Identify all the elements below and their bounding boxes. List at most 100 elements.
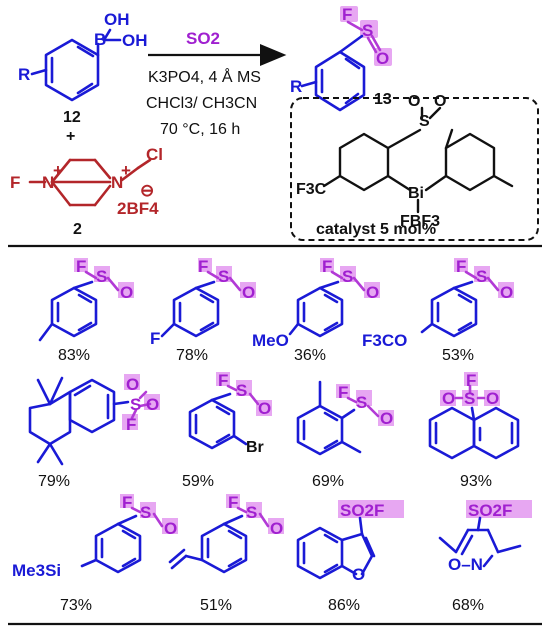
sulfur-label: S bbox=[236, 381, 247, 400]
sulfonyl-fluoride-label: SO2F bbox=[468, 501, 512, 520]
oxygen-label: O bbox=[376, 49, 389, 68]
heteroatom-label: O–N bbox=[448, 555, 483, 574]
fluorinating-reagent-structure: F N N + + Cl ⊖ 2BF4 bbox=[10, 145, 163, 218]
sulfur-label: S bbox=[362, 21, 373, 40]
plus-charge: + bbox=[121, 161, 131, 180]
fluorine-label: F bbox=[228, 493, 238, 512]
oxygen-label: O bbox=[408, 93, 420, 110]
oxygen-label: O bbox=[120, 283, 133, 302]
product-4-structure: F S O F3CO bbox=[362, 257, 514, 350]
nitrogen-label: N bbox=[111, 173, 123, 192]
sulfur-label: S bbox=[476, 267, 487, 286]
compound-13-label: 13 bbox=[374, 91, 392, 108]
substituent-label: F bbox=[150, 329, 160, 348]
oxygen-label: O bbox=[500, 283, 513, 302]
fluorine-label: F bbox=[10, 173, 20, 192]
r-group-label: R bbox=[18, 65, 30, 84]
compound-2-label: 2 bbox=[73, 221, 82, 238]
product-yield: 69% bbox=[312, 473, 344, 490]
substituent-label: F3CO bbox=[362, 331, 407, 350]
fluorine-label: F bbox=[338, 383, 348, 402]
plus-charge: + bbox=[53, 161, 63, 180]
oxygen-label: O bbox=[258, 399, 271, 418]
fluorine-label: F bbox=[126, 415, 136, 434]
fluorine-label: F bbox=[76, 257, 86, 276]
fluorine-label: F bbox=[322, 257, 332, 276]
product-yield: 59% bbox=[182, 473, 214, 490]
hydroxyl-label: OH bbox=[122, 31, 148, 50]
product-7-structure: F S O bbox=[296, 380, 394, 456]
substituent-label: Br bbox=[246, 439, 264, 456]
sulfur-label: S bbox=[342, 267, 353, 286]
boron-label: B bbox=[94, 30, 106, 49]
oxygen-label: O bbox=[126, 375, 139, 394]
condition-line-3: 70 °C, 16 h bbox=[160, 121, 240, 138]
oxygen-label: O bbox=[486, 389, 499, 408]
counterion-label: 2BF4 bbox=[117, 199, 159, 218]
nitrogen-label: N bbox=[42, 173, 54, 192]
heteroatom-label: O bbox=[352, 565, 365, 584]
product-yield: 93% bbox=[460, 473, 492, 490]
sulfur-label: S bbox=[246, 503, 257, 522]
product-yield: 36% bbox=[294, 347, 326, 364]
substituent-label: Me3Si bbox=[12, 561, 61, 580]
hydroxyl-label: OH bbox=[104, 10, 130, 29]
plus-sign: + bbox=[66, 128, 75, 145]
bismuth-label: Bi bbox=[408, 185, 424, 202]
catalyst-box bbox=[290, 97, 539, 241]
boronic-acid-structure: B OH OH R bbox=[18, 10, 148, 102]
product-yield: 68% bbox=[452, 597, 484, 614]
condition-line-2: CHCl3/ CH3CN bbox=[146, 95, 257, 112]
oxygen-label: O bbox=[434, 93, 446, 110]
product-10-structure: F S O bbox=[168, 493, 284, 574]
oxygen-label: O bbox=[146, 395, 159, 414]
fluorine-label: F bbox=[466, 371, 476, 390]
oxygen-label: O bbox=[366, 283, 379, 302]
compound-12-label: 12 bbox=[63, 109, 81, 126]
product-yield: 51% bbox=[200, 597, 232, 614]
r-group-label: R bbox=[290, 77, 302, 96]
sulfonyl-fluoride-product-structure: F S O R bbox=[290, 5, 392, 112]
so2-reagent: SO2 bbox=[186, 29, 220, 48]
fluorine-label: F bbox=[198, 257, 208, 276]
catalyst-loading-caption: catalyst 5 mol% bbox=[316, 221, 436, 238]
fluorine-label: F bbox=[342, 5, 352, 24]
oxygen-label: O bbox=[242, 283, 255, 302]
oxygen-label: O bbox=[380, 409, 393, 428]
product-12-structure: O–N SO2F bbox=[438, 500, 532, 574]
product-yield: 86% bbox=[328, 597, 360, 614]
sulfur-label: S bbox=[218, 267, 229, 286]
product-9-structure: F S O Me3Si bbox=[12, 493, 178, 580]
product-2-structure: F S O F bbox=[150, 257, 256, 348]
oxygen-label: O bbox=[442, 389, 455, 408]
product-6-structure: F S O Br bbox=[188, 371, 272, 456]
cf3-label: F3C bbox=[296, 181, 327, 198]
substituent-label: MeO bbox=[252, 331, 289, 350]
fluorine-label: F bbox=[122, 493, 132, 512]
sulfur-label: S bbox=[464, 389, 475, 408]
product-5-structure: O S O F bbox=[28, 374, 160, 466]
condition-line-1: K3PO4, 4 Å MS bbox=[148, 67, 261, 86]
sulfur-label: S bbox=[130, 395, 141, 414]
product-8-structure: F O S O bbox=[428, 371, 520, 460]
fluorine-label: F bbox=[218, 371, 228, 390]
product-yield: 83% bbox=[58, 347, 90, 364]
product-11-structure: O SO2F bbox=[296, 500, 404, 584]
sulfur-label: S bbox=[356, 393, 367, 412]
product-yield: 53% bbox=[442, 347, 474, 364]
oxygen-label: O bbox=[270, 519, 283, 538]
sulfonyl-fluoride-label: SO2F bbox=[340, 501, 384, 520]
chlorine-label: Cl bbox=[146, 145, 163, 164]
bismuth-catalyst-structure: O O S Bi FBF3 F3C bbox=[296, 93, 514, 230]
minus-charge: ⊖ bbox=[140, 181, 154, 200]
product-yield: 79% bbox=[38, 473, 70, 490]
product-1-structure: F S O bbox=[38, 257, 134, 342]
sulfur-label: S bbox=[96, 267, 107, 286]
fluorine-label: F bbox=[456, 257, 466, 276]
sulfur-label: S bbox=[419, 113, 430, 130]
fbf3-label: FBF3 bbox=[400, 213, 440, 230]
sulfur-label: S bbox=[140, 503, 151, 522]
oxygen-label: O bbox=[164, 519, 177, 538]
product-yield: 73% bbox=[60, 597, 92, 614]
